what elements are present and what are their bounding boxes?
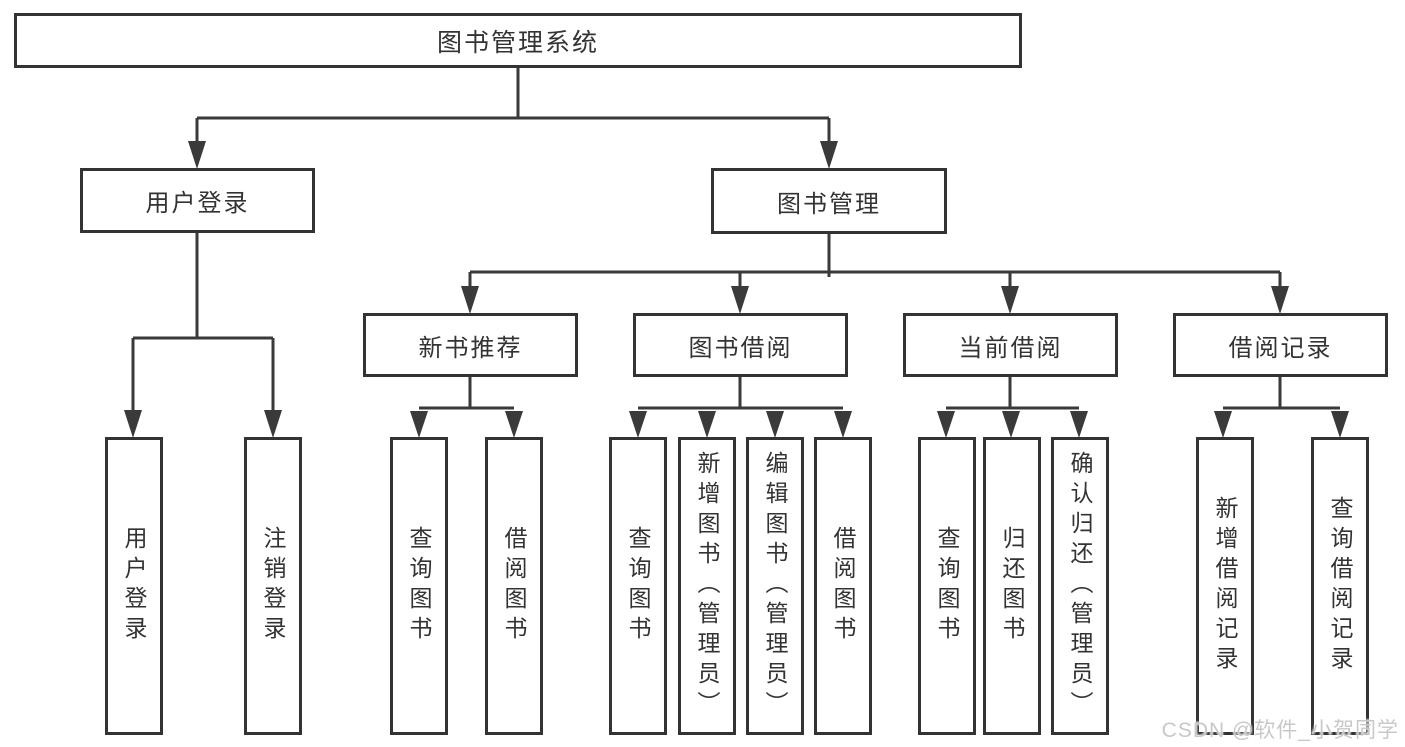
connector-book-borrow-children (629, 377, 852, 438)
arrow-down-icon (188, 141, 206, 169)
arrow-down-icon (1001, 286, 1019, 314)
arrow-down-icon (505, 411, 523, 438)
arrow-down-icon (1070, 411, 1088, 438)
connector-new-book-recommend-children (410, 377, 523, 438)
arrow-down-icon (731, 286, 749, 314)
arrow-down-icon (820, 141, 838, 169)
arrow-down-icon (834, 411, 852, 438)
node-confirm-return-admin: 确认归还（管理员） (1051, 437, 1109, 735)
connector-book-management-children (461, 233, 1289, 314)
node-borrow-books-recommend: 借阅图书 (485, 437, 543, 735)
arrow-down-icon (1002, 411, 1020, 438)
arrow-down-icon (937, 411, 955, 438)
watermark: CSDN @软件_小贺同学 (1161, 719, 1399, 742)
arrow-down-icon (629, 411, 647, 438)
connector-user-login-children (124, 233, 282, 438)
node-current-borrow: 当前借阅 (903, 313, 1118, 377)
arrow-down-icon (461, 286, 479, 314)
node-user-login: 用户登录 (80, 168, 315, 233)
node-book-borrow: 图书借阅 (633, 313, 848, 377)
connector-borrow-records-children (1214, 377, 1349, 438)
node-return-books: 归还图书 (983, 437, 1041, 735)
arrow-down-icon (264, 410, 282, 438)
arrow-down-icon (1271, 286, 1289, 314)
node-user-login-leaf: 用户登录 (105, 437, 163, 735)
node-logout-leaf: 注销登录 (244, 437, 302, 735)
node-query-books-borrow: 查询图书 (609, 437, 667, 735)
node-query-borrow-record: 查询借阅记录 (1311, 437, 1369, 735)
connector-current-borrow-children (937, 377, 1088, 438)
node-borrow-records: 借阅记录 (1173, 313, 1388, 377)
node-new-book-recommend: 新书推荐 (363, 313, 578, 377)
node-book-management: 图书管理 (711, 168, 947, 234)
node-borrow-books-leaf: 借阅图书 (814, 437, 872, 735)
node-add-borrow-record: 新增借阅记录 (1196, 437, 1254, 735)
connector-root-to-level1 (188, 68, 838, 169)
arrow-down-icon (124, 410, 142, 438)
arrow-down-icon (698, 411, 716, 438)
arrow-down-icon (766, 411, 784, 438)
arrow-down-icon (410, 411, 428, 438)
node-edit-books-admin: 编辑图书（管理员） (746, 437, 804, 735)
arrow-down-icon (1331, 411, 1349, 438)
node-add-books-admin: 新增图书（管理员） (678, 437, 736, 735)
node-query-books-current: 查询图书 (918, 437, 976, 735)
node-root: 图书管理系统 (14, 13, 1022, 68)
arrow-down-icon (1214, 411, 1232, 438)
node-query-books-recommend: 查询图书 (390, 437, 448, 735)
